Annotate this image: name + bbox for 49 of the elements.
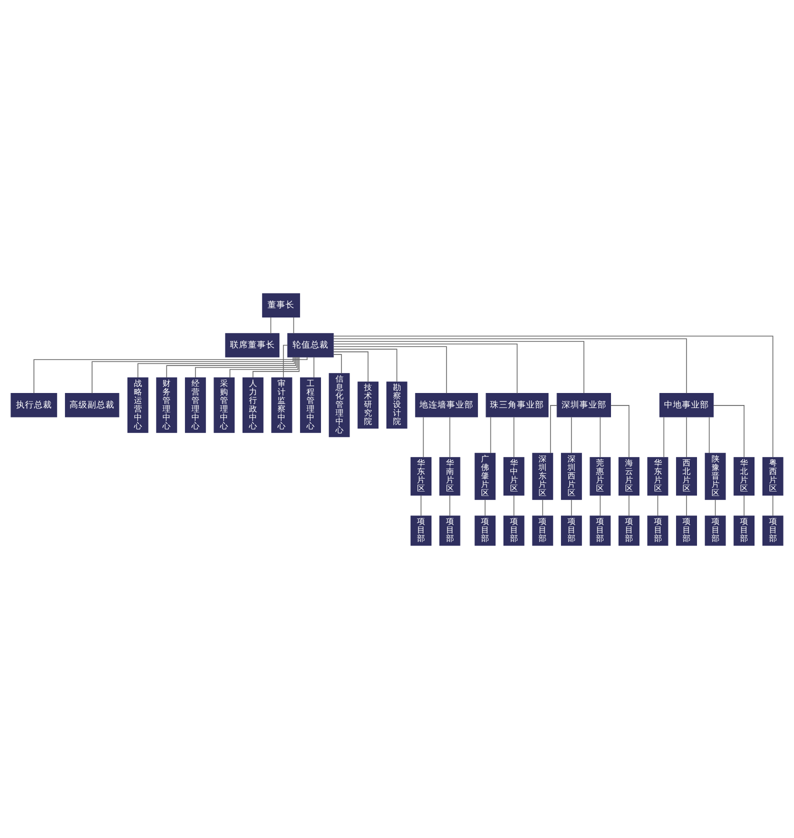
connector: [708, 416, 710, 453]
connector: [550, 404, 558, 454]
connector: [772, 494, 774, 516]
connector: [490, 416, 492, 453]
node-box: 执行总裁: [10, 392, 58, 417]
connector: [686, 494, 687, 516]
node-box: 联席董事长: [225, 332, 280, 357]
connector: [422, 416, 424, 458]
connector: [333, 346, 447, 394]
connector: [195, 356, 298, 378]
node-box: 轮值总裁: [287, 332, 334, 357]
connector: [686, 416, 687, 458]
connector: [230, 356, 298, 378]
connector: [600, 416, 601, 458]
connector: [449, 416, 450, 458]
connector: [333, 335, 774, 458]
connector: [657, 494, 658, 516]
connector: [600, 494, 601, 516]
connector: [333, 343, 518, 394]
connector: [34, 356, 308, 394]
connector: [333, 338, 687, 394]
connector: [333, 348, 398, 382]
connector: [333, 354, 342, 374]
node-box: 地连墙事业部: [415, 392, 478, 417]
connector: [571, 498, 572, 516]
node-box: 中地事业部: [659, 392, 714, 417]
node-box: 董事长: [262, 292, 300, 317]
connector: [293, 316, 294, 334]
connector: [252, 356, 300, 378]
connector: [333, 350, 368, 382]
connector: [571, 416, 572, 453]
connector: [449, 494, 450, 516]
connector: [713, 404, 744, 458]
connector: [663, 416, 664, 458]
connector: [628, 494, 630, 516]
connector: [137, 356, 295, 378]
connector: [92, 356, 294, 394]
connector: [333, 340, 584, 394]
connector: [420, 494, 422, 516]
connector: [270, 316, 272, 334]
connector: [542, 498, 544, 516]
node-box: 高级副总裁: [64, 392, 120, 417]
connector: [484, 498, 486, 516]
node-box: 珠三角事业部: [486, 392, 549, 417]
connector: [282, 344, 288, 378]
connector: [166, 356, 296, 378]
node-box: 深圳事业部: [556, 392, 611, 417]
connector: [610, 404, 630, 458]
connector: [714, 498, 716, 516]
